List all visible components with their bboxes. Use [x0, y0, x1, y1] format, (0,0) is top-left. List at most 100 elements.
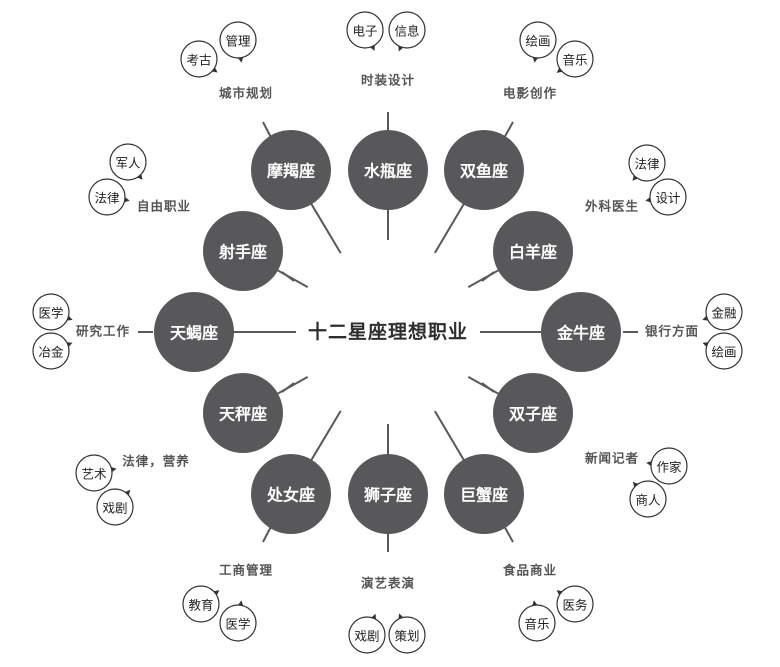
tag-label: 设计	[655, 191, 680, 206]
sign-circle-pisces	[444, 130, 524, 210]
tag-circle	[556, 40, 594, 78]
spoke-cancer	[434, 410, 469, 467]
sign-circle-sagittarius	[203, 211, 283, 291]
sign-label-taurus: 金牛座	[556, 324, 605, 343]
tag-circle	[96, 488, 134, 526]
sign-circle-aquarius	[348, 130, 428, 210]
career-label-cancer: 食品商业	[502, 563, 557, 578]
tag-circle	[629, 480, 667, 518]
spoke-pisces	[434, 197, 469, 254]
tag-bubble-leo-1: 策划	[388, 613, 426, 654]
spoke-virgo	[307, 410, 342, 467]
sign-label-aquarius: 水瓶座	[364, 162, 412, 181]
sign-label-aries: 白羊座	[509, 243, 557, 262]
tag-label: 法律	[634, 157, 659, 172]
sign-node-capricorn: 摩羯座	[251, 130, 331, 210]
tag-label: 作家	[656, 460, 682, 475]
sign-node-aries: 白羊座	[493, 211, 573, 291]
tag-bubble-leo-0: 戏剧	[348, 613, 386, 654]
tag-circle	[628, 144, 666, 182]
sign-node-libra: 天秤座	[203, 373, 283, 453]
career-tags: 电子信息绘画音乐法律设计金融绘画作家商人医务音乐戏剧策划教育医学艺术戏剧医学冶金…	[32, 11, 743, 654]
sign-circle-libra	[203, 373, 283, 453]
tag-circle	[32, 332, 70, 370]
tag-label: 音乐	[524, 617, 549, 632]
career-label-sagittarius: 自由职业	[137, 199, 191, 214]
tag-label: 法律	[94, 191, 119, 206]
tag-bubble-libra-1: 戏剧	[96, 488, 134, 526]
tag-bubble-cancer-0: 医务	[556, 585, 594, 623]
tag-bubble-pisces-0: 绘画	[519, 21, 557, 63]
sign-label-virgo: 处女座	[266, 486, 315, 505]
tag-bubble-gemini-1: 商人	[629, 480, 667, 518]
sign-label-libra: 天秤座	[219, 405, 267, 424]
sign-node-aquarius: 水瓶座	[348, 130, 428, 210]
tag-bubble-pisces-1: 音乐	[556, 40, 594, 78]
tag-label: 绘画	[525, 34, 550, 49]
sign-label-scorpio: 天蝎座	[170, 324, 218, 343]
sign-circle-leo	[348, 454, 428, 534]
tag-circle	[650, 447, 688, 485]
career-label-gemini: 新闻记者	[585, 451, 639, 466]
tag-bubble-aries-1: 设计	[645, 178, 687, 216]
tag-circle	[109, 143, 147, 181]
sign-label-capricorn: 摩羯座	[267, 162, 315, 181]
tag-circle	[182, 585, 220, 623]
sign-node-pisces: 双鱼座	[444, 130, 524, 210]
tag-bubble-capricorn-1: 管理	[219, 21, 257, 63]
tag-label: 信息	[394, 24, 419, 39]
sign-label-sagittarius: 射手座	[218, 243, 267, 262]
sign-circle-taurus	[541, 292, 621, 372]
tag-bubble-capricorn-0: 考古	[180, 40, 218, 78]
tag-label: 电子	[352, 24, 377, 39]
tag-bubble-taurus-0: 金融	[702, 293, 743, 331]
tag-bubble-aries-0: 法律	[628, 144, 666, 182]
tag-circle	[519, 21, 557, 59]
career-label-virgo: 工商管理	[219, 563, 273, 578]
career-connector-gemini	[481, 382, 495, 393]
tag-bubble-libra-0: 艺术	[75, 454, 117, 492]
sign-label-leo: 狮子座	[363, 486, 412, 505]
sign-node-scorpio: 天蝎座	[154, 292, 234, 372]
tag-bubble-virgo-0: 教育	[182, 585, 220, 623]
tag-circle	[32, 293, 70, 331]
sign-node-sagittarius: 射手座	[203, 211, 283, 291]
tag-bubble-sagittarius-0: 军人	[109, 143, 147, 181]
career-labels: 时装设计电影创作外科医生银行方面新闻记者食品商业演艺表演工商管理法律，营养研究工…	[76, 73, 699, 591]
tag-label: 医学	[225, 617, 250, 632]
tag-circle	[705, 293, 743, 331]
career-label-leo: 演艺表演	[361, 576, 415, 591]
tag-bubble-taurus-1: 绘画	[702, 332, 743, 370]
sign-label-cancer: 巨蟹座	[460, 486, 508, 505]
tag-bubble-sagittarius-1: 法律	[88, 178, 130, 216]
career-label-pisces: 电影创作	[503, 86, 557, 101]
sign-label-pisces: 双鱼座	[460, 162, 508, 181]
sign-circle-gemini	[493, 373, 573, 453]
sign-node-leo: 狮子座	[348, 454, 428, 534]
tag-bubble-cancer-1: 音乐	[518, 600, 556, 642]
sign-circle-aries	[493, 211, 573, 291]
sign-circle-cancer	[444, 454, 524, 534]
career-label-capricorn: 城市规划	[219, 86, 273, 101]
tag-label: 医务	[562, 598, 587, 613]
career-label-libra: 法律，营养	[122, 454, 190, 469]
tag-circle	[556, 585, 594, 623]
career-label-taurus: 银行方面	[645, 324, 699, 339]
sign-circle-capricorn	[251, 130, 331, 210]
tag-circle	[388, 11, 426, 49]
tag-bubble-scorpio-1: 冶金	[32, 332, 73, 370]
center-title: 十二星座理想职业	[308, 320, 468, 343]
tag-label: 管理	[225, 34, 251, 49]
tag-label: 医学	[38, 306, 63, 321]
tag-circle	[88, 178, 126, 216]
tag-circle	[219, 604, 257, 642]
tag-bubble-gemini-0: 作家	[646, 447, 688, 485]
tag-circle	[180, 40, 218, 78]
spoke-capricorn	[307, 197, 342, 254]
career-connector-libra	[281, 382, 295, 393]
career-label-aries: 外科医生	[584, 199, 639, 214]
sign-node-gemini: 双子座	[493, 373, 573, 453]
